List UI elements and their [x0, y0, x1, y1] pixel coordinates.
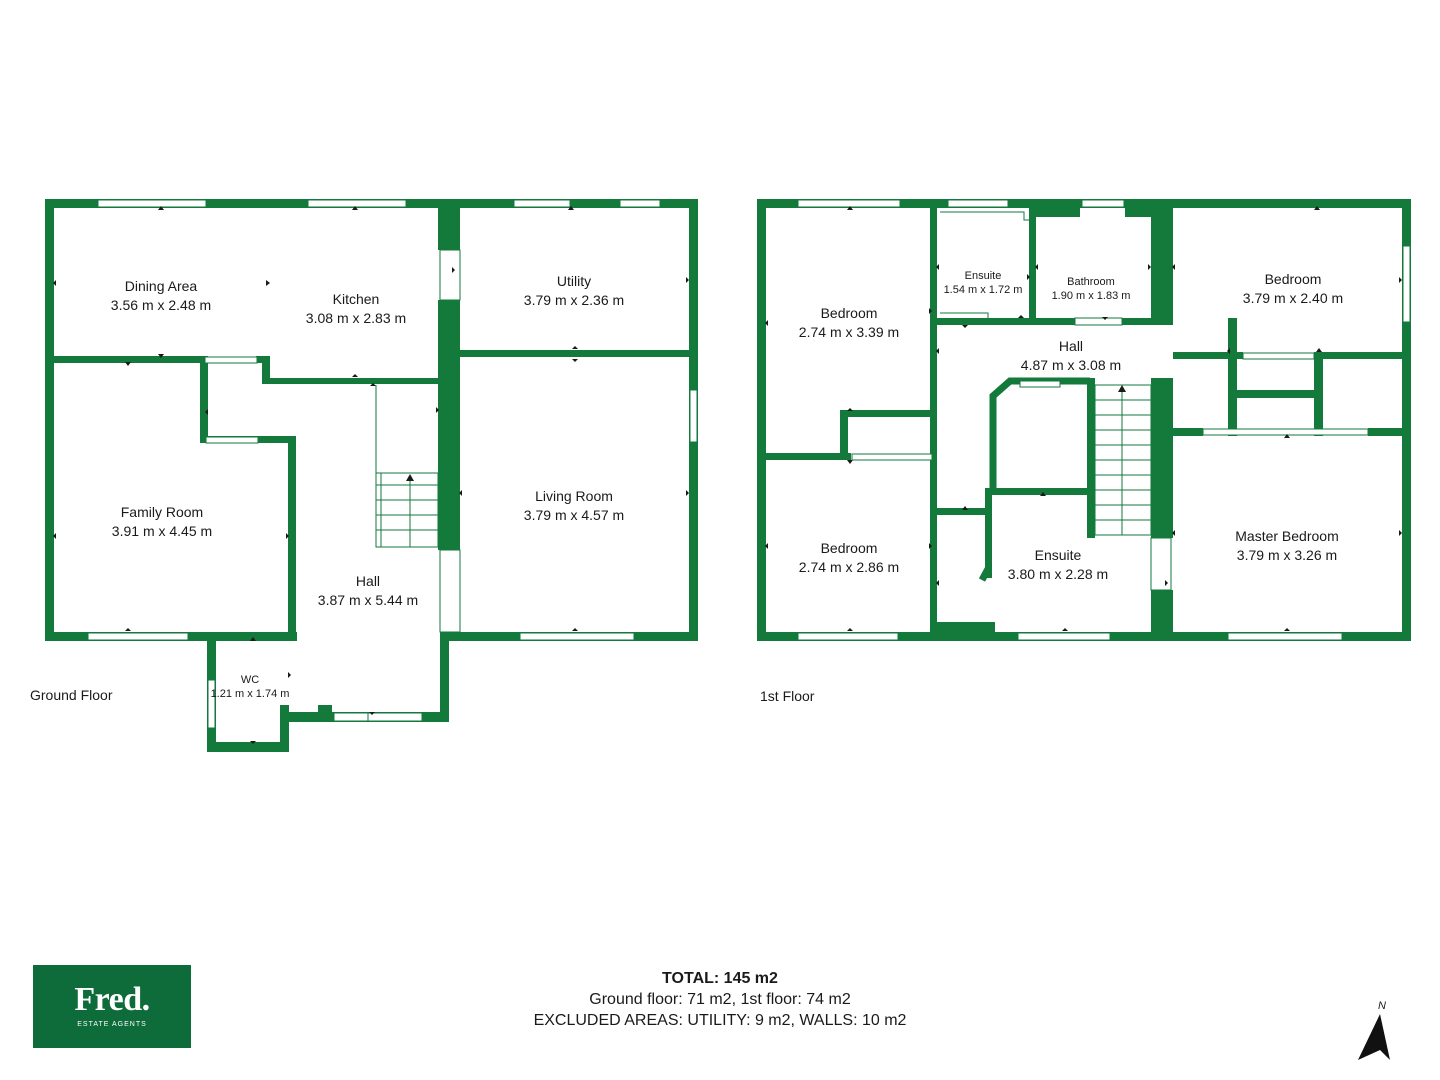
room-wc: WC 1.21 m x 1.74 m	[211, 673, 290, 701]
room-name: Ensuite	[964, 270, 1002, 282]
room-dimensions: 3.79 m x 2.40 m	[1242, 290, 1344, 306]
room-bedroom-front-left: Bedroom 2.74 m x 3.39 m	[799, 304, 899, 342]
room-bathroom: Bathroom 1.90 m x 1.83 m	[1052, 275, 1131, 303]
room-bedroom-front-right: Bedroom 3.79 m x 2.40 m	[1243, 270, 1343, 308]
room-name: Master Bedroom	[1235, 528, 1339, 544]
room-ensuite-small: Ensuite 1.54 m x 1.72 m	[944, 269, 1023, 297]
room-name: Bedroom	[820, 540, 878, 556]
room-kitchen: Kitchen 3.08 m x 2.83 m	[306, 290, 406, 328]
excluded-areas: EXCLUDED AREAS: UTILITY: 9 m2, WALLS: 10…	[533, 1012, 907, 1029]
north-arrow-icon: N	[1354, 1000, 1394, 1062]
room-dimensions: 3.08 m x 2.83 m	[305, 310, 407, 326]
first-floor-label: 1st Floor	[760, 688, 815, 704]
room-dimensions: 3.87 m x 5.44 m	[317, 592, 419, 608]
area-totals: TOTAL: 145 m2 Ground floor: 71 m2, 1st f…	[534, 968, 907, 1031]
fred-estate-agents-logo: Fred. ESTATE AGENTS	[33, 965, 191, 1048]
room-name: Hall	[355, 573, 381, 589]
room-dimensions: 3.91 m x 4.45 m	[111, 523, 213, 539]
room-name: Bathroom	[1067, 276, 1115, 288]
room-utility: Utility 3.79 m x 2.36 m	[524, 272, 624, 310]
room-ensuite-large: Ensuite 3.80 m x 2.28 m	[1008, 546, 1108, 584]
room-name: Living Room	[535, 488, 613, 504]
room-name: WC	[240, 674, 260, 686]
room-family-room: Family Room 3.91 m x 4.45 m	[112, 503, 212, 541]
room-master-bedroom: Master Bedroom 3.79 m x 3.26 m	[1235, 527, 1338, 565]
room-dimensions: 3.79 m x 3.26 m	[1236, 547, 1338, 563]
room-dimensions: 1.21 m x 1.74 m	[210, 688, 290, 700]
room-name: Ensuite	[1034, 547, 1082, 563]
room-dimensions: 2.74 m x 3.39 m	[798, 324, 900, 340]
room-dimensions: 3.80 m x 2.28 m	[1007, 566, 1109, 582]
room-dimensions: 3.79 m x 2.36 m	[523, 292, 625, 308]
room-name: Kitchen	[332, 291, 380, 307]
north-label: N	[1378, 1000, 1386, 1012]
room-name: Family Room	[120, 504, 204, 520]
room-hall-ground: Hall 3.87 m x 5.44 m	[318, 572, 418, 610]
room-dimensions: 1.90 m x 1.83 m	[1051, 290, 1131, 302]
total-area: TOTAL: 145 m2	[662, 970, 778, 987]
floor-areas: Ground floor: 71 m2, 1st floor: 74 m2	[589, 991, 851, 1008]
room-dimensions: 2.74 m x 2.86 m	[798, 559, 900, 575]
room-dimensions: 3.79 m x 4.57 m	[523, 507, 625, 523]
room-dimensions: 4.87 m x 3.08 m	[1020, 357, 1122, 373]
room-dining-area: Dining Area 3.56 m x 2.48 m	[111, 277, 211, 315]
ground-floor-label: Ground Floor	[30, 687, 113, 703]
room-living-room: Living Room 3.79 m x 4.57 m	[524, 487, 624, 525]
room-name: Hall	[1058, 338, 1084, 354]
room-name: Utility	[556, 273, 592, 289]
room-name: Dining Area	[124, 278, 198, 294]
room-hall-first: Hall 4.87 m x 3.08 m	[1021, 337, 1121, 375]
room-dimensions: 1.54 m x 1.72 m	[943, 284, 1023, 296]
room-dimensions: 3.56 m x 2.48 m	[110, 297, 212, 313]
room-name: Bedroom	[820, 305, 878, 321]
logo-tagline: ESTATE AGENTS	[77, 1021, 147, 1028]
logo-brand: Fred.	[74, 981, 150, 1018]
room-bedroom-rear-left: Bedroom 2.74 m x 2.86 m	[799, 539, 899, 577]
room-name: Bedroom	[1264, 271, 1322, 287]
